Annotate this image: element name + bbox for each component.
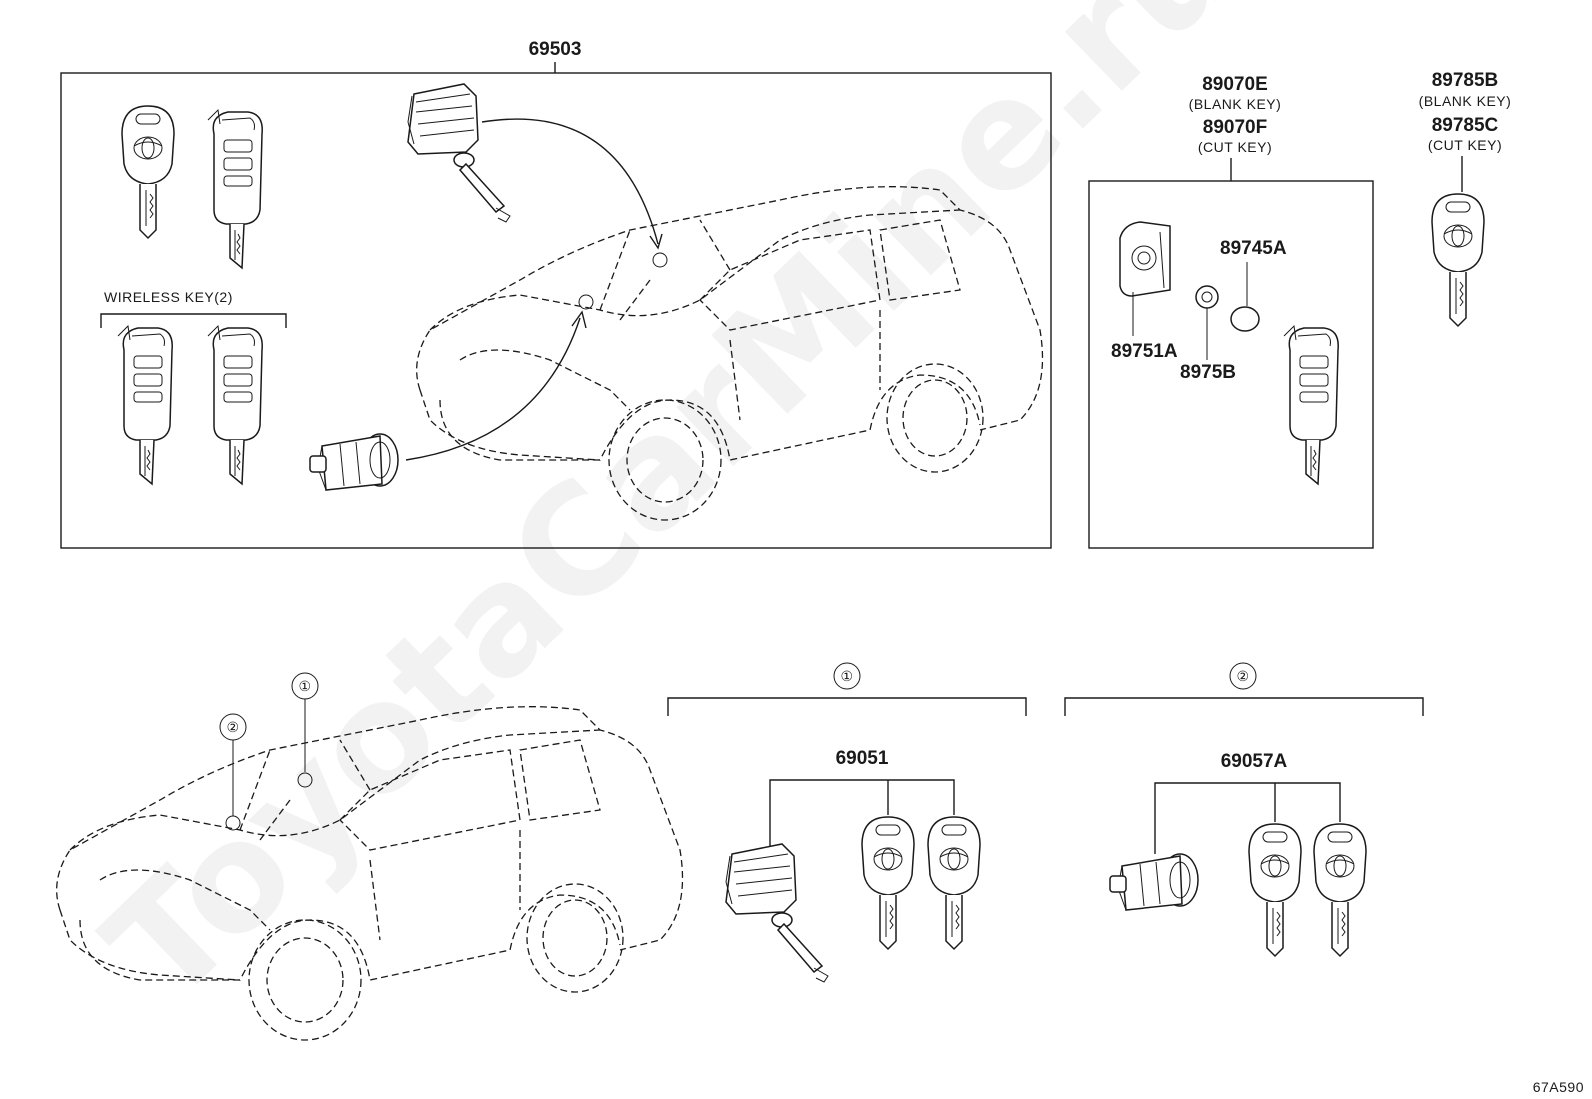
- group-1-marker: ①: [840, 668, 853, 684]
- group-2-marker: ②: [1236, 668, 1249, 684]
- group-2-bracket: [1064, 697, 1424, 716]
- housing-part-number: 89751A: [1111, 341, 1178, 362]
- transponder-key-icon: [861, 816, 915, 950]
- ignition-cylinder-icon: [725, 843, 829, 983]
- transponder-key-icon: [1248, 823, 1302, 957]
- battery-part-number: 89745A: [1220, 238, 1287, 259]
- diagram-code: 67A590: [1533, 1079, 1584, 1095]
- location-marker-2: ②: [226, 719, 239, 735]
- wireless-key-icon: [117, 325, 173, 485]
- arrow-to-ignition: [481, 118, 659, 245]
- kit-blank-note: (BLANK KEY): [1189, 96, 1282, 112]
- ignition-cylinder-icon: [407, 83, 511, 223]
- clip-icon: [1195, 285, 1219, 309]
- transponder-key-icon: [927, 816, 981, 950]
- wireless-key-label: WIRELESS KEY(2): [104, 289, 233, 305]
- group-1-part-number: 69051: [836, 748, 889, 769]
- key-kit-group: 89070E (BLANK KEY) 89070F (CUT KEY) 8975…: [1088, 74, 1374, 549]
- door-lock-cylinder-icon: [309, 433, 399, 491]
- door-lock-cylinder-icon: [1109, 853, 1199, 911]
- group-2: ② 69057A: [1064, 662, 1424, 957]
- wireless-key-bracket: [100, 313, 287, 328]
- transponder-key-icon: [1431, 193, 1485, 327]
- assembly-69503: 69503 WIRELESS KEY(2): [60, 39, 1052, 549]
- assembly-frame: [60, 72, 1052, 549]
- wireless-key-icon: [207, 325, 263, 485]
- assembly-part-number: 69503: [529, 39, 582, 60]
- kit-cut-part-number: 89070F: [1203, 117, 1267, 138]
- key-kit-frame: [1088, 180, 1374, 549]
- clip-part-number: 8975B: [1180, 362, 1236, 383]
- transponder-blank-part-number: 89785B: [1432, 70, 1499, 91]
- kit-cut-note: (CUT KEY): [1198, 139, 1272, 155]
- transponder-key-group: 89785B (BLANK KEY) 89785C (CUT KEY): [1419, 70, 1512, 327]
- location-vehicle: ① ②: [56, 672, 684, 1041]
- wireless-key-icon: [1283, 325, 1339, 485]
- transponder-key-icon: [1313, 823, 1367, 957]
- transponder-cut-note: (CUT KEY): [1428, 137, 1502, 153]
- wireless-key-icon: [207, 109, 263, 269]
- battery-icon: [1230, 306, 1260, 332]
- arrow-to-door: [405, 317, 581, 461]
- location-marker-1: ①: [298, 678, 311, 694]
- group-1: ① 69051: [667, 662, 1027, 983]
- transponder-cut-part-number: 89785C: [1432, 115, 1499, 136]
- transponder-key-icon: [121, 105, 175, 239]
- group-1-bracket: [667, 697, 1027, 716]
- housing-icon: [1119, 221, 1171, 297]
- transponder-blank-note: (BLANK KEY): [1419, 93, 1512, 109]
- kit-blank-part-number: 89070E: [1202, 74, 1268, 95]
- group-2-part-number: 69057A: [1221, 751, 1288, 772]
